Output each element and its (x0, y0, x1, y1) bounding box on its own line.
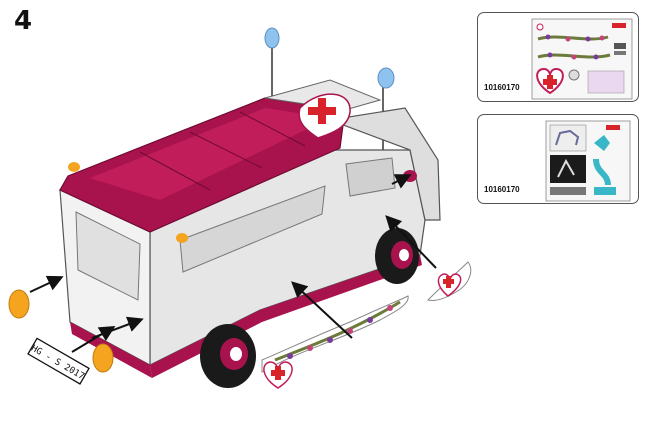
instruction-arrows (29, 174, 437, 353)
cab-light (403, 170, 417, 182)
horse-chart-sticker (549, 124, 587, 152)
roof-indicator-left (68, 162, 80, 172)
sticker-sheet-code-1: 10160170 (484, 83, 520, 92)
heart-cross-sticker (536, 67, 564, 95)
logo-strip-sticker (612, 23, 626, 28)
roof-indicator-right (176, 233, 188, 243)
sticker-sheet-code-2: 10160170 (484, 185, 520, 194)
sticker-sheet-illustration-2 (545, 120, 631, 202)
sticker-sheet-illustration-1 (531, 18, 633, 100)
van-body (59, 79, 441, 378)
roof-red-cross-emblem (298, 93, 351, 139)
license-plate: HG - S 2017 (27, 337, 90, 385)
floral-garland-sticker (537, 34, 611, 60)
amber-lamp-left (8, 289, 30, 319)
step-number: 4 (14, 6, 33, 36)
sticker-sheet-card-2: 10160170 (477, 114, 639, 204)
pink-panel-sticker (587, 70, 625, 94)
teal-shape-sticker (594, 135, 610, 151)
xray-sticker (550, 155, 586, 183)
sticker-sheet-card-1: 10160170 (477, 12, 639, 102)
rear-wheel (200, 324, 256, 388)
side-garland-sticker (261, 295, 409, 389)
front-wheel (375, 228, 419, 284)
door-heart-sticker (427, 261, 472, 301)
amber-lamp-right (92, 343, 114, 373)
